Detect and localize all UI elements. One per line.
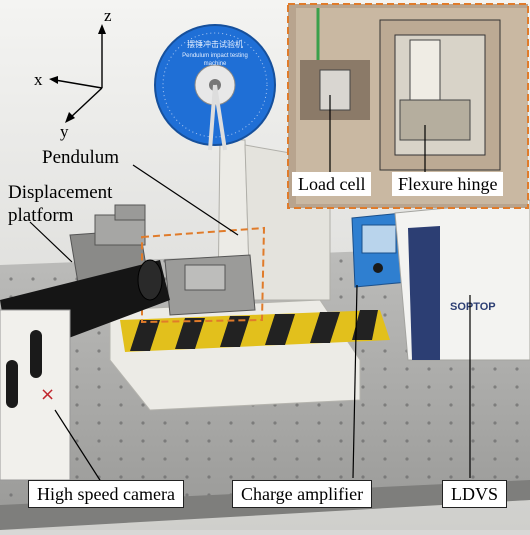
flexure-hinge-label: Flexure hinge (392, 172, 504, 196)
axis-z-label: z (104, 6, 112, 25)
high-speed-camera: × (0, 259, 170, 481)
dial-title-cn: 摆锤冲击试验机 (187, 40, 243, 49)
charge-amplifier-label: Charge amplifier (232, 480, 373, 508)
axis-x-label: x (34, 70, 43, 89)
pendulum-dial (154, 24, 276, 151)
dial-title-en: Pendulum impact testing machine (182, 53, 248, 67)
ldvs-unit: SOPTOP (394, 199, 530, 361)
region-highlight (141, 226, 266, 324)
hazard-stripes (120, 310, 390, 352)
svg-text:×: × (40, 384, 55, 405)
charge-amplifier-device (351, 212, 409, 288)
coordinate-axes (49, 24, 106, 123)
load-cell-label: Load cell (292, 172, 372, 196)
axis-y-label: y (60, 122, 69, 141)
pendulum-label: Pendulum (42, 147, 120, 168)
ldvs-label: LDVS (442, 480, 508, 508)
displacement-platform-label: Displacement platform (8, 182, 113, 226)
brand-text: SOPTOP (450, 301, 496, 313)
high-speed-camera-label: High speed camera (28, 480, 184, 508)
